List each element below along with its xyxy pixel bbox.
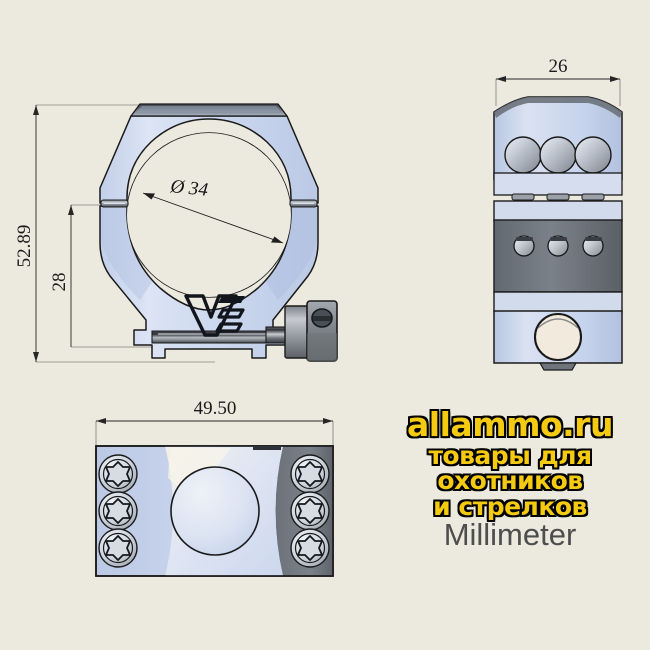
bottom-screw-left-3 xyxy=(98,528,138,568)
cap-top-highlight xyxy=(137,106,281,112)
body-shading-left xyxy=(101,208,152,300)
body-shading-right xyxy=(266,208,317,300)
screw-boss-right xyxy=(289,199,318,208)
dimension-overall-height: 52.89 xyxy=(14,104,235,363)
bottom-screw-right-2 xyxy=(290,491,330,531)
dimension-label-bottom-length: 49.50 xyxy=(194,398,237,419)
vector-optics-ve-logo xyxy=(184,294,245,337)
bottom-screw-left-1 xyxy=(98,454,138,494)
dimension-label-ring-center-height: 28 xyxy=(49,273,70,292)
bottom-screw-left-2 xyxy=(98,491,138,531)
bottom-screw-right-3 xyxy=(290,528,330,568)
dimension-bottom-length: 49.50 xyxy=(95,398,334,447)
dimension-label-bore-diameter: Ø 34 xyxy=(168,176,209,201)
ring-upper-cap xyxy=(99,115,319,204)
scope-bore-inner-shade xyxy=(127,133,291,297)
side-joint-tabs xyxy=(511,193,605,201)
dimension-bore-diameter: Ø 34 xyxy=(142,176,284,244)
clamp-bolt-assembly xyxy=(265,300,338,362)
bottom-screw-right-1 xyxy=(290,454,330,494)
dimension-side-width: 26 xyxy=(495,56,621,106)
dimension-label-overall-height: 52.89 xyxy=(14,225,35,268)
ring-body-group xyxy=(99,103,338,362)
bottom-bore-circle xyxy=(170,466,260,556)
dimension-label-side-width: 26 xyxy=(549,56,568,77)
dimension-ring-center-height: 28 xyxy=(49,204,185,348)
screw-boss-left xyxy=(100,199,129,208)
side-through-hole xyxy=(533,312,583,362)
side-top-cap xyxy=(493,96,623,196)
side-base-block xyxy=(493,291,623,371)
bottom-plate xyxy=(95,445,334,577)
side-middle-block xyxy=(493,200,623,293)
